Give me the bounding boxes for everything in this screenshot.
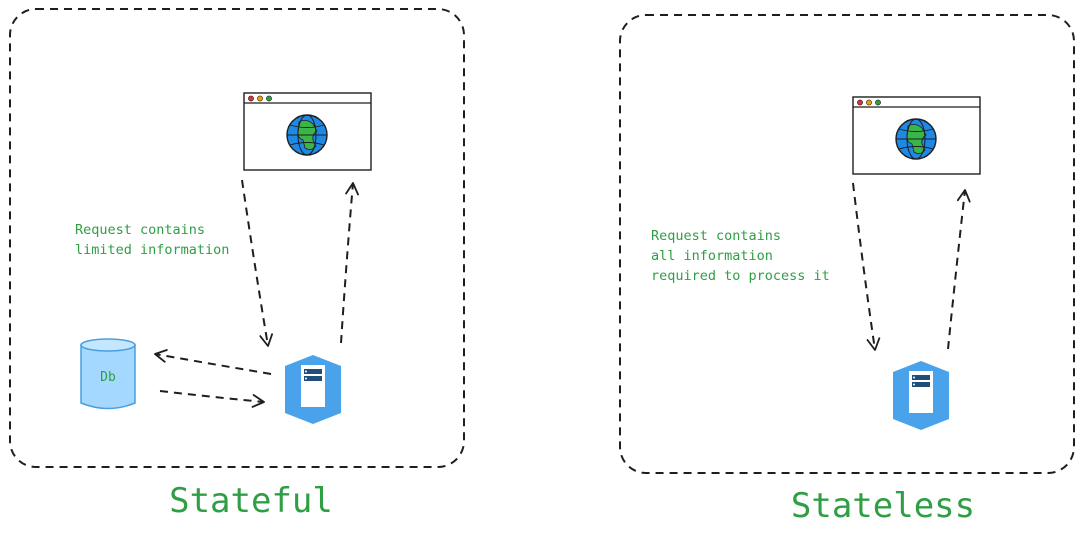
stateless-note-line-1: Request contains xyxy=(651,228,781,244)
stateless-panel-border xyxy=(619,14,1075,474)
browser-window-icon xyxy=(852,96,981,175)
globe-icon xyxy=(286,114,328,156)
db-query-arrow xyxy=(154,349,272,375)
server-icon xyxy=(285,355,341,424)
response-arrow xyxy=(340,182,359,344)
database-icon: Db xyxy=(80,338,136,410)
svg-text:Request contains all inf: Request contains all information require… xyxy=(651,228,830,284)
globe-icon xyxy=(895,118,937,160)
server-icon xyxy=(893,361,949,430)
request-arrow xyxy=(241,179,274,347)
stateful-panel-border xyxy=(9,8,465,468)
stateful-note-line-1: Request contains xyxy=(75,222,205,238)
stateful-note-line-2: limited information xyxy=(75,242,229,258)
stateless-note-line-3: required to process it xyxy=(651,268,830,284)
window-minimize-dot xyxy=(257,95,263,102)
db-response-arrow xyxy=(159,390,265,408)
svg-text:Request contains limited: Request contains limited information xyxy=(75,222,229,258)
window-close-dot xyxy=(857,99,863,106)
stateless-note-line-2: all information xyxy=(651,248,773,264)
stateless-panel: Request contains all information require… xyxy=(619,14,1075,526)
request-arrow xyxy=(852,182,881,351)
window-maximize-dot xyxy=(266,95,272,102)
stateful-title: Stateful xyxy=(169,481,333,521)
window-close-dot xyxy=(248,95,254,102)
database-label: Db xyxy=(100,370,116,385)
response-arrow xyxy=(947,189,971,350)
window-maximize-dot xyxy=(875,99,881,106)
stateless-title: Stateless xyxy=(791,486,975,526)
browser-window-icon xyxy=(243,92,372,171)
stateful-panel: Request contains limited information Db … xyxy=(9,8,465,521)
window-minimize-dot xyxy=(866,99,872,106)
